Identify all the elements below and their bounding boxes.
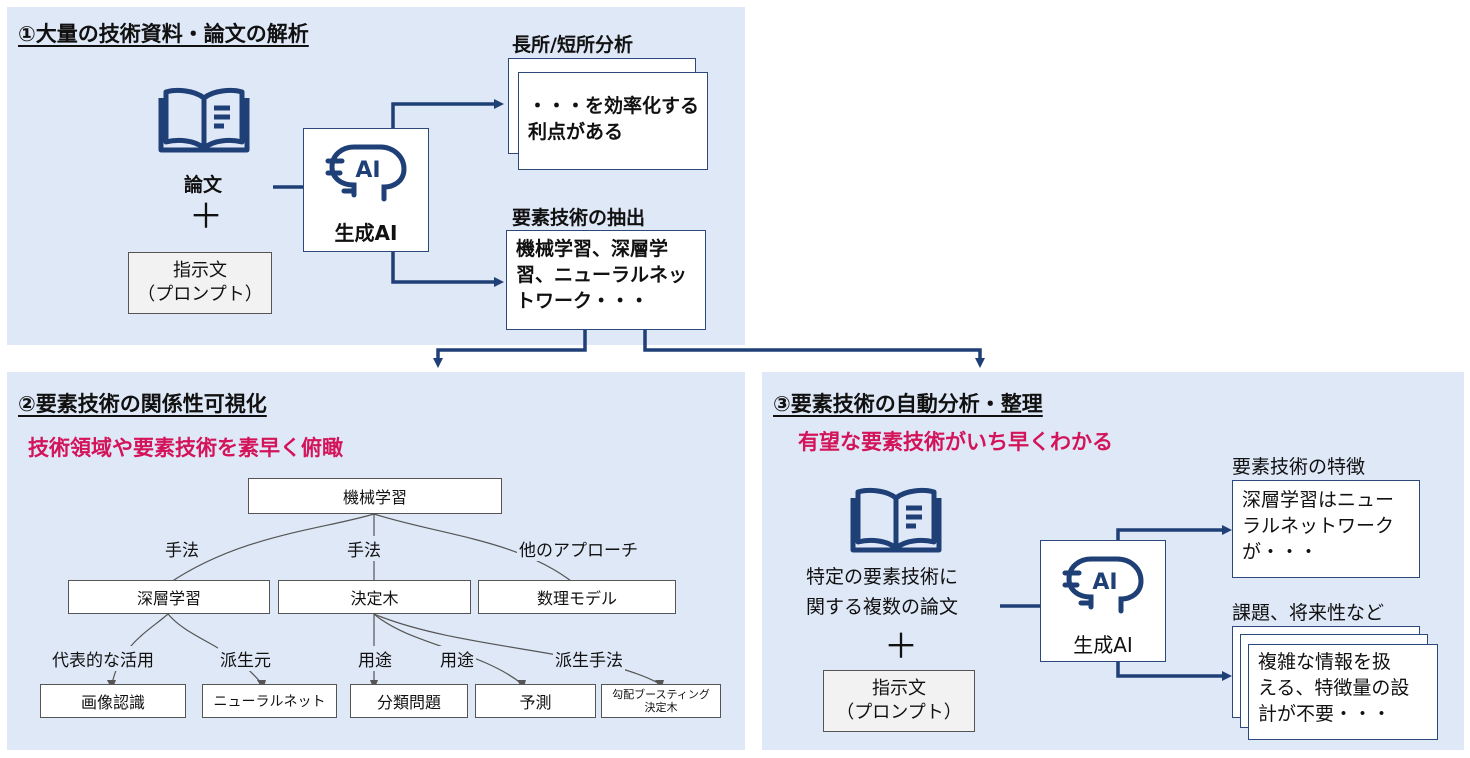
tree-leaf-neural-net: ニューラルネット xyxy=(202,684,337,718)
panel2-title: ②要素技術の関係性可視化 xyxy=(18,392,267,416)
panel2-subtitle: 技術領域や要素技術を素早く俯瞰 xyxy=(28,436,343,460)
paper-label: 論文 xyxy=(184,174,223,196)
analysis-box: ・・・を効率化する 利点がある xyxy=(518,72,708,170)
issue-box: 複雑な情報を扱 える、特徴量の設 計が不要・・・ xyxy=(1248,644,1438,740)
tree-leaf-label: 勾配ブースティング 決定木 xyxy=(612,688,710,714)
ai-label: 生成AI xyxy=(334,221,398,245)
ai-brain-icon: AI xyxy=(325,144,407,202)
ai-icon-text: AI xyxy=(355,158,380,183)
edge-label-typical-use: 代表的な活用 xyxy=(50,646,156,671)
tree-node-decision-tree: 決定木 xyxy=(278,580,471,614)
ai-brain-icon: AI xyxy=(1062,556,1144,614)
tree-leaf-label: 画像認識 xyxy=(80,693,145,712)
feature-text: 深層学習はニュー ラルネットワーク が・・・ xyxy=(1242,489,1395,563)
prompt-text: 指示文 （プロンプト） xyxy=(836,678,962,723)
panel1-title: ①大量の技術資料・論文の解析 xyxy=(18,22,309,46)
issue-heading: 課題、将来性など xyxy=(1232,602,1385,624)
book-icon xyxy=(850,487,942,553)
tree-node-label: 決定木 xyxy=(350,589,399,608)
edge-label-other-approach: 他のアプローチ xyxy=(517,536,640,561)
tree-node-label: 数理モデル xyxy=(536,589,617,608)
book-icon xyxy=(158,87,250,153)
tree-leaf-image-recognition: 画像認識 xyxy=(40,684,186,718)
panel3-title: ③要素技術の自動分析・整理 xyxy=(773,392,1043,416)
ai-label: 生成AI xyxy=(1073,633,1133,657)
extract-heading: 要素技術の抽出 xyxy=(512,207,646,229)
plus-sign: ＋ xyxy=(189,197,223,237)
ai-icon-text: AI xyxy=(1092,570,1117,595)
feature-heading: 要素技術の特徴 xyxy=(1232,456,1366,478)
tree-leaf-label: 予測 xyxy=(519,693,552,712)
prompt-box: 指示文 （プロンプト） xyxy=(128,252,272,314)
edge-label-derived-method: 派生手法 xyxy=(553,646,625,671)
tree-root-node: 機械学習 xyxy=(248,478,502,514)
edge-label-use-2: 用途 xyxy=(438,646,476,671)
edge-label-derived-from: 派生元 xyxy=(218,646,273,671)
tree-node-deep-learning: 深層学習 xyxy=(68,580,270,614)
edge-label-method-2: 手法 xyxy=(345,536,383,561)
tree-leaf-gbdt: 勾配ブースティング 決定木 xyxy=(601,684,721,718)
generative-ai-box: AI 生成AI xyxy=(303,128,429,252)
edge-label-use-1: 用途 xyxy=(356,646,394,671)
feature-box: 深層学習はニュー ラルネットワーク が・・・ xyxy=(1232,480,1420,578)
tree-node-label: 深層学習 xyxy=(136,589,201,608)
tree-root-label: 機械学習 xyxy=(342,488,407,507)
plus-sign: ＋ xyxy=(884,627,918,667)
extract-box: 機械学習、深層学 習、ニューラルネッ トワーク・・・ xyxy=(506,230,706,330)
extract-text: 機械学習、深層学 習、ニューラルネッ トワーク・・・ xyxy=(516,238,688,312)
issue-text: 複雑な情報を扱 える、特徴量の設 計が不要・・・ xyxy=(1258,651,1410,725)
prompt-box: 指示文 （プロンプト） xyxy=(823,670,975,732)
analysis-heading: 長所/短所分析 xyxy=(512,34,633,56)
tree-leaf-label: ニューラルネット xyxy=(213,694,326,710)
generative-ai-box: AI 生成AI xyxy=(1040,540,1166,662)
edge-label-method-1: 手法 xyxy=(163,536,201,561)
panel3-subtitle: 有望な要素技術がいち早くわかる xyxy=(798,430,1113,454)
paper-label: 特定の要素技術に 関する複数の論文 xyxy=(806,566,959,618)
analysis-text: ・・・を効率化する 利点がある xyxy=(528,95,700,143)
tree-leaf-label: 分類問題 xyxy=(376,693,441,712)
prompt-text: 指示文 （プロンプト） xyxy=(137,260,263,305)
tree-leaf-classification: 分類問題 xyxy=(350,684,468,718)
tree-node-math-model: 数理モデル xyxy=(478,580,676,614)
tree-leaf-prediction: 予測 xyxy=(475,684,596,718)
